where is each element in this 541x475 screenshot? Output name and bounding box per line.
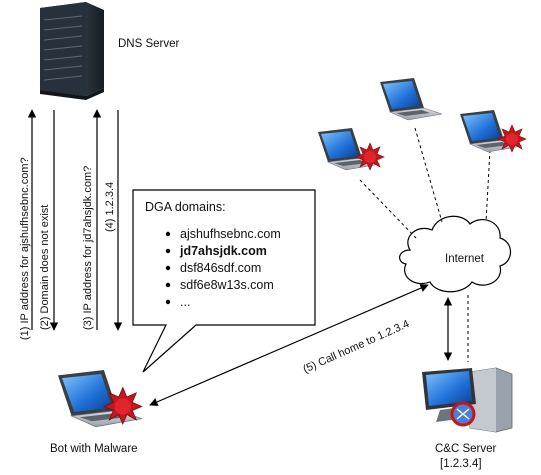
dga-bullet bbox=[165, 265, 171, 271]
dga-bullet bbox=[165, 299, 171, 305]
dga-bullet bbox=[165, 231, 171, 237]
dga-domain-item: dsf846sdf.com bbox=[180, 261, 261, 275]
dga-domain-item: ajshufhsebnc.com bbox=[180, 227, 281, 241]
dns-server-icon bbox=[40, 2, 104, 100]
infected-laptop-middle bbox=[379, 77, 443, 121]
infected-laptop-right bbox=[459, 109, 527, 153]
step-1-label: (1) IP address for ajshufhsebnc.com? bbox=[19, 157, 31, 340]
cnc-ip-label: [1.2.3.4] bbox=[440, 458, 482, 470]
arrow-call-home-5 bbox=[149, 284, 429, 406]
botnet-links bbox=[359, 127, 491, 362]
cnc-label: C&C Server bbox=[435, 443, 497, 455]
step-5-label: (5) Call home to 1.2.3.4 bbox=[301, 318, 411, 376]
dga-bullet bbox=[165, 282, 171, 288]
dga-domain-item: sdf6e8w13s.com bbox=[180, 278, 274, 292]
cnc-server-icon bbox=[422, 367, 513, 433]
dga-title: DGA domains: bbox=[145, 200, 226, 214]
dga-domain-item: jd7ahsjdk.com bbox=[179, 244, 267, 258]
dga-bullet bbox=[165, 248, 171, 254]
dga-domain-item: ... bbox=[180, 295, 190, 309]
bot-laptop-icon bbox=[57, 369, 143, 428]
infected-laptop-left bbox=[317, 127, 385, 171]
step-3-label: (3) IP address for jd7ahsjdk.com? bbox=[82, 166, 94, 330]
step-4-label: (4) 1.2.3.4 bbox=[104, 182, 116, 232]
dga-callout: DGA domains: ajshufhsebnc.com jd7ahsjdk.c… bbox=[132, 189, 316, 373]
step-2-label: (2) Domain does not exist bbox=[39, 205, 51, 330]
dns-server-label: DNS Server bbox=[118, 38, 180, 50]
internet-cloud-icon bbox=[399, 215, 512, 293]
bot-label: Bot with Malware bbox=[50, 443, 138, 455]
internet-label: Internet bbox=[445, 253, 485, 265]
